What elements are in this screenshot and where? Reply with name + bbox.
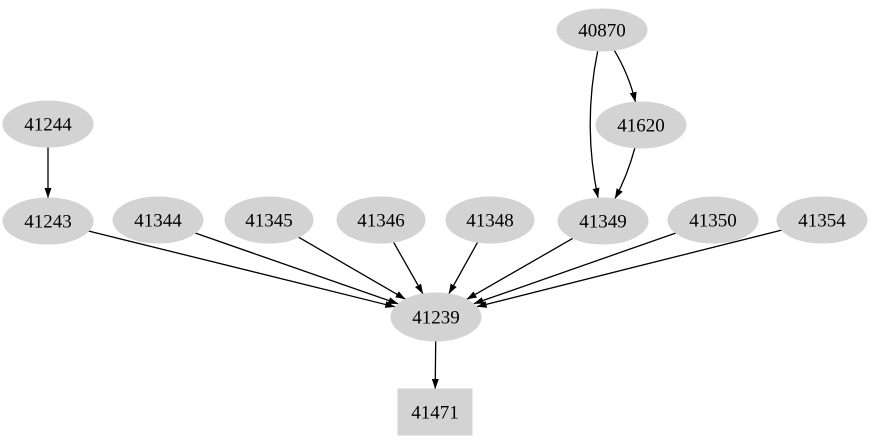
node-ellipse-shape (224, 196, 314, 244)
node-label: 41354 (798, 211, 846, 232)
graph-edge-40870-41349 (589, 50, 600, 199)
node-ellipse-shape (776, 196, 868, 244)
node-ellipse-shape (390, 292, 482, 342)
node-ellipse-shape (557, 197, 649, 245)
node-label: 41350 (689, 211, 737, 232)
graph-edge-40870-41620 (613, 49, 637, 103)
node-box-shape (397, 388, 473, 436)
node-ellipse-shape (667, 196, 759, 244)
node-label: 41239 (412, 308, 460, 329)
nodes-layer: 40870 41620 41244 41243 41344 41345 41346 41348… (2, 8, 868, 436)
node-ellipse-shape (445, 196, 535, 244)
node-label: 41349 (579, 212, 627, 233)
node-label: 40870 (578, 21, 626, 42)
edges-layer (44, 49, 782, 390)
graph-edge-41239-41471 (431, 340, 439, 390)
graph-node-41354: 41354 (776, 196, 868, 244)
graph-edge-41344-41239 (194, 232, 399, 305)
graph-node-41350: 41350 (667, 196, 759, 244)
node-ellipse-shape (112, 196, 204, 244)
graph-node-41348: 41348 (445, 196, 535, 244)
node-label: 41345 (245, 211, 293, 232)
graph-edge-41345-41239 (298, 236, 406, 300)
node-ellipse-shape (2, 197, 94, 245)
node-ellipse-shape (556, 8, 648, 52)
graph-node-41620: 41620 (595, 101, 687, 149)
node-label: 41244 (24, 115, 72, 136)
node-ellipse-shape (595, 101, 687, 149)
node-ellipse-shape (336, 196, 426, 244)
graph-node-41346: 41346 (336, 196, 426, 244)
node-label: 41344 (134, 211, 182, 232)
graph-edge-41620-41349 (614, 147, 636, 200)
graph-node-41244: 41244 (2, 100, 94, 148)
graph-node-41239: 41239 (390, 292, 482, 342)
graph-edge-41348-41239 (448, 241, 479, 295)
node-label: 41471 (411, 403, 459, 424)
graph-edge-41349-41239 (466, 237, 574, 300)
graph-edge-41350-41239 (473, 232, 677, 305)
graph-edge-41346-41239 (392, 241, 424, 295)
node-ellipse-shape (2, 100, 94, 148)
node-label: 41243 (24, 212, 72, 233)
node-label: 41620 (617, 116, 665, 137)
graph-node-41349: 41349 (557, 197, 649, 245)
graph-node-40870: 40870 (556, 8, 648, 52)
graph-edge-41354-41239 (476, 229, 782, 308)
graph-node-41345: 41345 (224, 196, 314, 244)
graph-node-41471: 41471 (397, 388, 473, 436)
node-label: 41348 (466, 211, 514, 232)
graph-node-41344: 41344 (112, 196, 204, 244)
graph-edge-41243-41239 (88, 230, 396, 308)
graph-node-41243: 41243 (2, 197, 94, 245)
node-label: 41346 (357, 211, 405, 232)
